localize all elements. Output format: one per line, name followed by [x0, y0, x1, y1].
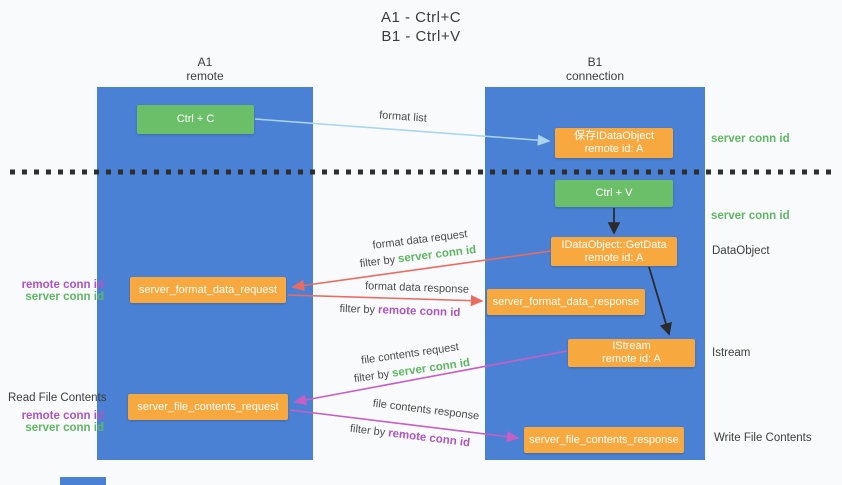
filter-by-text-3: filter by: [353, 368, 390, 386]
node-istream: IStream remote id: A: [568, 339, 695, 367]
filter-by-text-4: filter by: [349, 422, 386, 439]
format-data-response-arrow: [287, 294, 484, 307]
left-conn-id-stack-1: remote conn id server conn id: [0, 279, 104, 303]
server-conn-id-label-top: server conn id: [711, 133, 790, 145]
node-idataobject-getdata: IDataObject::GetData remote id: A: [551, 237, 677, 266]
node-ctrl-v: Ctrl + V: [555, 180, 673, 207]
lane-header-right: B1 connection: [485, 55, 705, 83]
node-server-format-data-request: server_format_data_request: [130, 277, 286, 303]
node-server-file-contents-request: server_file_contents_request: [128, 394, 288, 420]
left-conn-id-stack-2: remote conn id server conn id: [0, 410, 104, 434]
format-data-response-label: format data response: [364, 280, 470, 296]
filter-value-remote-conn-id-1: remote conn id: [377, 304, 461, 320]
dataobject-label: DataObject: [712, 245, 770, 257]
getdata-line1: IDataObject::GetData: [561, 238, 667, 251]
istream-side-label: Istream: [712, 347, 751, 359]
write-file-contents-label: Write File Contents: [714, 432, 812, 444]
lane-left-id: A1: [197, 55, 213, 69]
filter-value-remote-conn-id-2: remote conn id: [387, 427, 471, 450]
remote-conn-id-label-2: remote conn id: [21, 410, 104, 422]
filter-by-text-1: filter by: [359, 253, 396, 271]
bottom-blue-bar: [60, 477, 106, 485]
server-conn-id-label-left-1: server conn id: [25, 291, 104, 303]
read-file-contents-label: Read File Contents: [8, 392, 107, 404]
istream-line2: remote id: A: [602, 353, 661, 365]
ctrl-v-label: Ctrl + V: [595, 187, 633, 199]
filter-by-text-2: filter by: [339, 302, 376, 317]
ctrl-c-label: Ctrl + C: [176, 113, 215, 125]
lane-header-left: A1 remote: [97, 55, 313, 83]
title-line-2: B1 - Ctrl+V: [381, 28, 461, 45]
save-idataobject-line2: remote id: A: [584, 143, 644, 155]
getdata-line2: remote id: A: [584, 251, 644, 264]
title-line-1: A1 - Ctrl+C: [380, 9, 462, 26]
lane-right-label: connection: [565, 69, 625, 83]
server-file-contents-request-label: server_file_contents_request: [137, 400, 279, 413]
format-list-label: format list: [378, 109, 428, 125]
node-server-format-data-response: server_format_data_response: [487, 289, 645, 315]
node-save-idataobject: 保存IDataObject remote id: A: [555, 128, 673, 158]
node-ctrl-c: Ctrl + C: [137, 105, 254, 134]
server-format-data-response-label: server_format_data_response: [492, 295, 640, 308]
server-conn-id-label-mid: server conn id: [711, 210, 790, 222]
istream-line1: IStream: [612, 340, 651, 352]
remote-conn-id-label-1: remote conn id: [21, 279, 104, 291]
save-idataobject-line1: 保存IDataObject: [573, 130, 655, 142]
lane-right-id: B1: [587, 55, 603, 69]
file-contents-response-label: file contents response: [372, 397, 480, 423]
node-server-file-contents-response: server_file_contents_response: [524, 427, 684, 453]
lane-left-label: remote: [186, 69, 224, 83]
server-file-contents-response-label: server_file_contents_response: [529, 433, 679, 446]
diagram-title: A1 - Ctrl+C B1 - Ctrl+V: [0, 8, 842, 46]
server-conn-id-label-left-2: server conn id: [25, 422, 104, 434]
server-format-data-request-label: server_format_data_request: [138, 283, 278, 296]
